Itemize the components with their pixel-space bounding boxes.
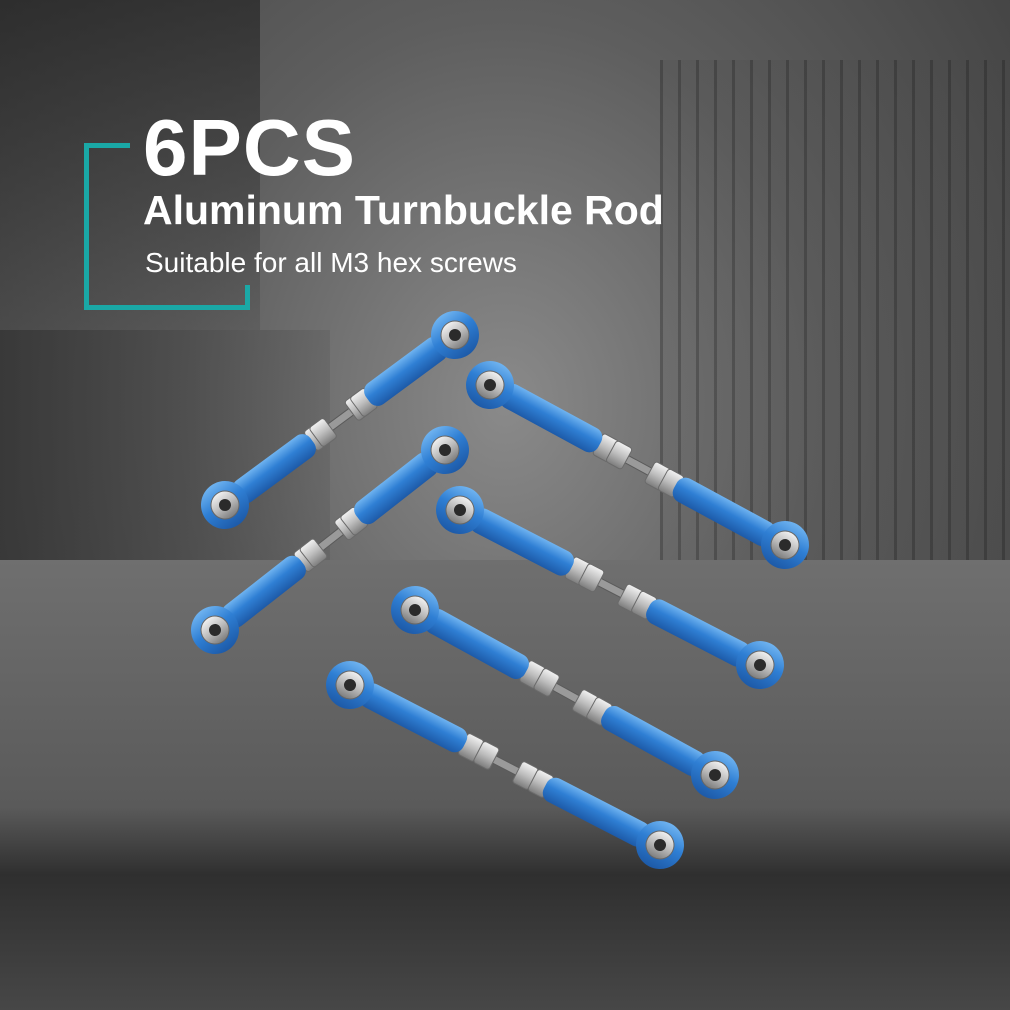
compatibility-note: Suitable for all M3 hex screws [145, 247, 517, 278]
aluminum-body [354, 452, 438, 525]
product-name: Aluminum Turnbuckle Rod [143, 187, 664, 233]
hex-nut [473, 741, 500, 770]
aluminum-body [359, 683, 468, 753]
background-floor [0, 560, 1010, 1010]
turnbuckle-rod-1 [201, 311, 479, 529]
bushing-hole [779, 539, 792, 552]
bushing-hole [709, 769, 722, 782]
background-building-right [660, 60, 1010, 620]
aluminum-body [672, 477, 776, 547]
bushing-hole [753, 658, 766, 671]
turnbuckle-rod-2 [191, 425, 470, 654]
aluminum-body [364, 336, 448, 406]
hex-nut [533, 668, 560, 697]
hex-nut [605, 440, 633, 470]
turnbuckle-rod-6 [326, 661, 685, 870]
hex-nut [578, 563, 605, 593]
teal-frame-accent [84, 143, 250, 310]
hex-nut [309, 418, 337, 447]
aluminum-body [601, 705, 706, 777]
bushing-hole [409, 604, 421, 616]
turnbuckle-rod-4 [436, 486, 784, 689]
bushing-hole [439, 443, 452, 456]
bushing-hole [448, 329, 461, 342]
hex-nut [299, 538, 328, 568]
turnbuckle-rod-3 [466, 361, 810, 570]
bushing-hole [344, 679, 356, 691]
aluminum-body [542, 777, 651, 847]
headline-piece-count: 6PCS [143, 103, 356, 192]
aluminum-body [499, 383, 603, 453]
bushing-hole [454, 504, 466, 516]
aluminum-body [232, 434, 316, 504]
aluminum-body [222, 555, 306, 628]
bushing-hole [209, 624, 221, 636]
background-building-left-top [0, 0, 260, 330]
aluminum-body [469, 508, 574, 576]
aluminum-body [646, 599, 751, 667]
bushing-hole [219, 499, 231, 511]
aluminum-body [424, 608, 529, 680]
turnbuckle-rod-5 [391, 586, 740, 800]
bushing-hole [654, 839, 667, 852]
bushing-hole [484, 379, 496, 391]
